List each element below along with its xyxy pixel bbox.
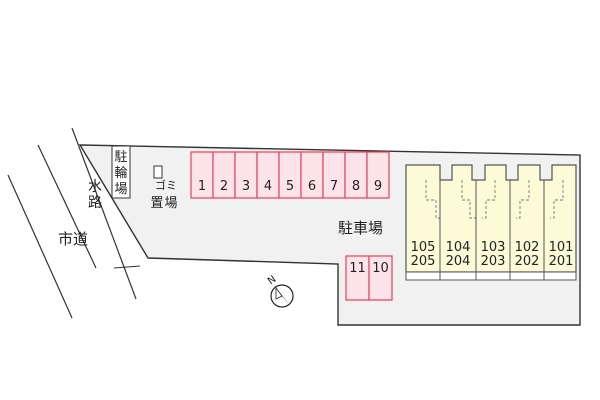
waterway-edge xyxy=(71,127,137,300)
parking-number-9: 9 xyxy=(374,179,382,194)
bicycle-parking-box xyxy=(111,145,131,199)
unit-number-103: 103 xyxy=(481,240,506,255)
unit-number-105: 105 xyxy=(411,240,436,255)
unit-number-201: 201 xyxy=(549,254,574,269)
unit-number-102: 102 xyxy=(515,240,540,255)
building-balcony xyxy=(405,271,577,281)
parking-row-bottom: 11 10 xyxy=(345,255,393,301)
building-dividers xyxy=(439,180,545,272)
parking-number-11: 11 xyxy=(349,261,366,276)
north-arrow: N xyxy=(266,274,294,308)
garbage-label-1: ゴミ xyxy=(155,178,177,192)
unit-number-104: 104 xyxy=(446,240,471,255)
unit-number-205: 205 xyxy=(411,254,436,269)
unit-number-202: 202 xyxy=(515,254,540,269)
waterway-label-2: 路 xyxy=(88,195,102,211)
waterway-label-1: 水 xyxy=(88,179,102,195)
city-road: 市道 xyxy=(7,127,141,319)
parking-number-3: 3 xyxy=(242,179,250,194)
unit-number-204: 204 xyxy=(446,254,471,269)
garbage-box xyxy=(153,165,163,179)
road-edge-left xyxy=(7,174,73,319)
parking-number-10: 10 xyxy=(372,261,389,276)
parking-number-7: 7 xyxy=(330,179,338,194)
north-label: N xyxy=(266,274,278,287)
unit-number-101: 101 xyxy=(549,240,574,255)
garbage-label-2: 置 xyxy=(150,196,163,211)
balcony-dividers xyxy=(439,272,545,280)
garbage-area: ゴミ 置 場 xyxy=(150,165,178,211)
garbage-label-3: 場 xyxy=(164,196,177,211)
bicycle-parking: 駐 輪 場 xyxy=(111,145,131,199)
parking-number-5: 5 xyxy=(286,179,294,194)
compass-needle-light xyxy=(275,286,283,300)
unit-number-203: 203 xyxy=(481,254,506,269)
parking-number-6: 6 xyxy=(308,179,316,194)
city-road-label: 市道 xyxy=(58,230,88,248)
parking-space-10 xyxy=(368,255,393,301)
building-interior-lines xyxy=(425,180,564,219)
bridge-line xyxy=(113,265,141,269)
parking-number-1: 1 xyxy=(198,179,206,194)
parking-space-9 xyxy=(366,151,390,199)
building-outline xyxy=(405,164,577,273)
road-edge-right xyxy=(37,144,97,269)
bicycle-label-3: 場 xyxy=(114,182,127,197)
bicycle-label-2: 輪 xyxy=(114,165,127,181)
parking-lot-label: 駐車場 xyxy=(338,219,383,237)
parking-number-8: 8 xyxy=(352,179,360,194)
parking-number-2: 2 xyxy=(220,179,228,194)
bicycle-label-1: 駐 xyxy=(114,150,127,165)
parking-number-4: 4 xyxy=(264,179,272,194)
